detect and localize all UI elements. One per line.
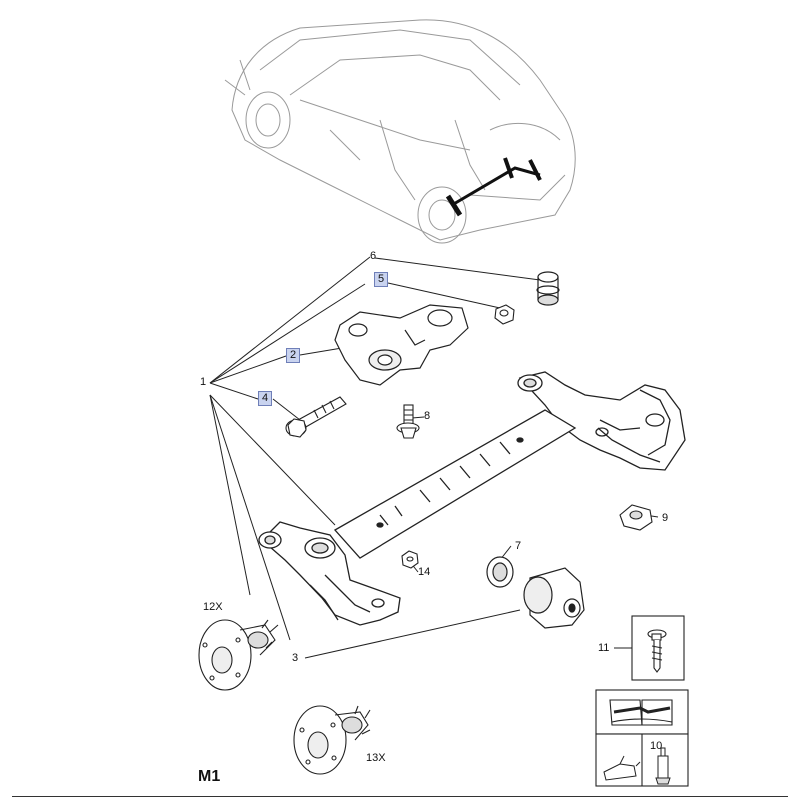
wheel-hub-icon (198, 619, 279, 691)
callout-4: 4 (258, 391, 273, 406)
rear-axle-beam-icon (258, 371, 686, 626)
callout-11: 11 (598, 642, 610, 654)
callout-10: 10 (650, 740, 663, 752)
callout-5: 5 (374, 272, 389, 287)
bracket-icon (334, 304, 469, 386)
wheel-hub-icon (293, 705, 371, 775)
callout-14: 14 (418, 566, 431, 578)
bushing-icon (536, 271, 560, 306)
bottom-rule (12, 796, 788, 797)
manual-wrench-icon (595, 689, 689, 735)
flange-bolt-icon (396, 404, 420, 439)
callout-3: 3 (292, 652, 299, 664)
hex-nut-icon (401, 550, 419, 569)
bolt-icon (285, 396, 347, 438)
page-code: M1 (198, 768, 221, 785)
nut-icon (494, 304, 515, 325)
callout-9: 9 (662, 512, 669, 524)
rear-axle-in-car-icon (445, 157, 542, 217)
callout-6: 6 (370, 250, 377, 262)
callout-1: 1 (200, 376, 207, 388)
grease-tube-icon (655, 747, 671, 785)
callout-12x: 12X (203, 601, 223, 613)
callout-13x: 13X (366, 752, 386, 764)
large-bushing-icon (523, 567, 585, 629)
callout-7: 7 (515, 540, 522, 552)
callout-2: 2 (286, 348, 301, 363)
car-outline-icon (224, 19, 576, 244)
seal-ring-icon (486, 556, 514, 588)
cage-nut-icon (619, 504, 653, 531)
leader-lines (209, 256, 661, 761)
callout-8: 8 (424, 410, 431, 422)
oil-can-icon (603, 755, 641, 781)
screw-box (631, 615, 685, 681)
